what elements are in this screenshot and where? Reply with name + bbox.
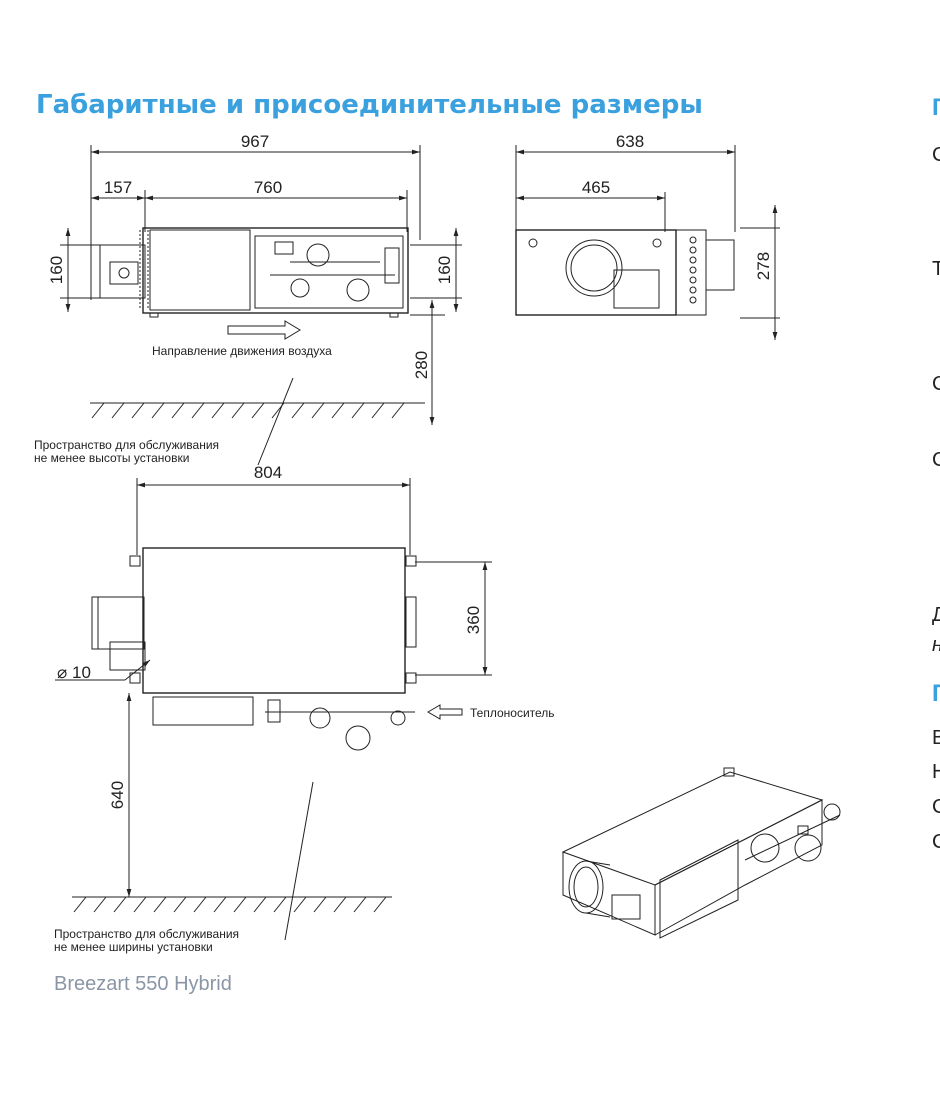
right-fragment-11: С [932, 796, 940, 818]
dim-465-label: 465 [582, 178, 610, 197]
dim-280-label: 280 [412, 351, 431, 379]
dim-hole-symbol: ⌀ [57, 663, 67, 682]
floor-hatch-side [91, 402, 405, 419]
top-view [55, 478, 492, 941]
right-fragment-9: В [932, 727, 940, 749]
dim-640-label: 640 [108, 781, 127, 809]
right-fragment-8: Г [932, 680, 940, 707]
service-top-line2: не менее ширины установки [54, 940, 213, 954]
right-fragment-3: Т [932, 258, 940, 280]
dim-157-label: 157 [104, 178, 132, 197]
model-caption: Breezart 550 Hybrid [54, 973, 232, 995]
dim-278-label: 278 [754, 252, 773, 280]
floor-hatch-top [73, 896, 387, 913]
air-direction-label: Направление движения воздуха [152, 344, 332, 358]
right-column-clipped: Г С Т С С Д н Г В Н С С [928, 0, 940, 1112]
end-view [515, 145, 780, 340]
dim-dia-right-label: 160 [435, 256, 454, 284]
dim-638-label: 638 [616, 132, 644, 151]
isometric-view [561, 767, 841, 939]
right-fragment-1: Г [932, 94, 940, 121]
right-fragment-10: Н [932, 761, 940, 783]
page-title: Габаритные и присоединительные размеры [36, 90, 703, 120]
side-view [60, 145, 462, 466]
dim-hole-label: 10 [72, 663, 91, 682]
right-fragment-7: н [932, 634, 940, 657]
dim-804-label: 804 [254, 463, 282, 482]
dim-360-label: 360 [464, 606, 483, 634]
service-top-line1: Пространство для обслуживания [54, 927, 239, 941]
dim-760-label: 760 [254, 178, 282, 197]
dim-967-label: 967 [241, 132, 269, 151]
right-fragment-2: С [932, 144, 940, 166]
service-side-line2: не менее высоты установки [34, 451, 189, 465]
right-fragment-4: С [932, 373, 940, 395]
coolant-label: Теплоноситель [470, 706, 555, 720]
right-fragment-12: С [932, 831, 940, 853]
right-fragment-5: С [932, 449, 940, 471]
right-fragment-6: Д [932, 604, 940, 626]
dim-dia-left-label: 160 [47, 256, 66, 284]
service-side-line1: Пространство для обслуживания [34, 438, 219, 452]
